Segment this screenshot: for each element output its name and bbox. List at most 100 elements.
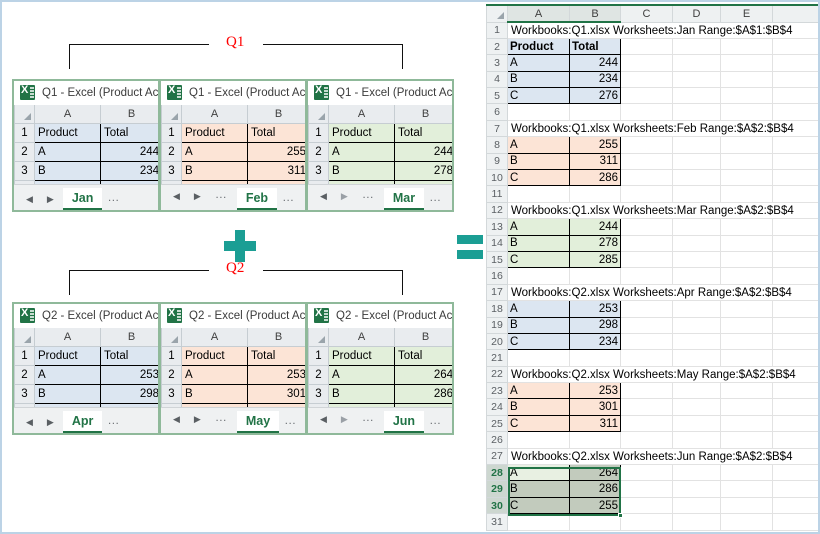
result-blank-cell[interactable] <box>672 300 721 318</box>
result-blank-cell[interactable] <box>620 70 673 89</box>
result-row-header[interactable]: 7 <box>486 119 508 138</box>
cell-a2[interactable]: A <box>34 141 101 162</box>
result-meta-cell[interactable]: Workbooks:Q2.xlsx Worksheets:Jun Range:$… <box>507 447 818 466</box>
result-blank-cell[interactable] <box>720 54 773 72</box>
cell-b3[interactable]: 311 <box>247 160 305 181</box>
result-row-header[interactable]: 1 <box>486 21 508 39</box>
next-sheet-arrow-icon[interactable]: ▶ <box>46 194 54 204</box>
result-blank-cell[interactable] <box>672 464 721 482</box>
result-cell-b18[interactable]: 253 <box>569 300 621 318</box>
result-blank-cell[interactable] <box>672 398 721 416</box>
cell-a2[interactable]: A <box>34 364 101 385</box>
result-blank-cell[interactable] <box>720 185 773 203</box>
sheet-tab-active[interactable]: May <box>236 411 280 433</box>
row-header[interactable]: 1 <box>161 122 182 143</box>
result-meta-cell[interactable]: Workbooks:Q2.xlsx Worksheets:May Range:$… <box>507 365 818 384</box>
result-blank-cell[interactable] <box>672 234 721 252</box>
result-blank-cell[interactable] <box>620 464 673 482</box>
result-blank-cell[interactable] <box>672 382 721 400</box>
row-header[interactable]: 1 <box>308 122 329 143</box>
result-blank-cell[interactable] <box>772 480 818 498</box>
result-blank-cell[interactable] <box>772 218 818 236</box>
cell-a3[interactable]: B <box>181 160 248 181</box>
result-blank-cell[interactable] <box>720 218 773 236</box>
leading-sheet-overflow[interactable]: … <box>361 410 375 424</box>
result-blank-cell[interactable] <box>772 136 818 154</box>
result-blank-cell[interactable] <box>620 414 673 433</box>
result-blank-cell[interactable] <box>772 152 818 171</box>
window-titlebar[interactable]: Q1 - Excel (Product Activa <box>14 81 158 105</box>
result-blank-cell[interactable] <box>772 349 818 367</box>
row-header[interactable]: 3 <box>14 160 35 181</box>
result-cell-b14[interactable]: 278 <box>569 234 621 252</box>
result-row-header[interactable]: 13 <box>486 218 508 236</box>
result-row-header[interactable]: 27 <box>486 447 508 466</box>
result-column-header-b[interactable]: B <box>569 6 621 23</box>
row-header[interactable]: 1 <box>161 345 182 366</box>
trailing-sheet-overflow[interactable]: … <box>429 190 443 204</box>
result-cell-b3[interactable]: 244 <box>569 54 621 72</box>
result-blank-cell[interactable] <box>672 70 721 89</box>
next-sheet-arrow-icon[interactable]: ▶ <box>193 413 201 424</box>
cell-a1[interactable]: Product <box>181 122 248 143</box>
result-blank-cell[interactable] <box>772 513 818 531</box>
sheet-tab-active[interactable]: Jan <box>62 188 103 210</box>
result-blank-cell[interactable] <box>772 169 818 187</box>
result-blank-cell[interactable] <box>720 70 773 89</box>
result-column-header-d[interactable]: D <box>672 6 721 23</box>
result-blank-cell[interactable] <box>569 513 621 531</box>
cell-a2[interactable]: A <box>328 364 395 385</box>
excel-window-apr[interactable]: Q2 - Excel (Product ActivaAB1ProductTota… <box>12 302 160 435</box>
row-header[interactable]: 2 <box>161 141 182 162</box>
excel-window-feb[interactable]: Q1 - Excel (Product ActivaAB1ProductTota… <box>159 79 307 212</box>
result-blank-cell[interactable] <box>620 87 673 105</box>
result-blank-cell[interactable] <box>720 431 773 449</box>
result-cell-b15[interactable]: 285 <box>569 250 621 269</box>
result-cell-a24[interactable]: B <box>507 398 570 416</box>
result-blank-cell[interactable] <box>569 431 621 449</box>
result-blank-cell[interactable] <box>620 398 673 416</box>
result-row-header[interactable]: 26 <box>486 431 508 449</box>
result-blank-cell[interactable] <box>720 87 773 105</box>
result-blank-cell[interactable] <box>672 414 721 433</box>
result-blank-cell[interactable] <box>720 480 773 498</box>
result-blank-cell[interactable] <box>772 398 818 416</box>
result-blank-cell[interactable] <box>620 431 673 449</box>
result-blank-cell[interactable] <box>672 349 721 367</box>
next-sheet-arrow-icon[interactable]: ▶ <box>340 413 348 424</box>
row-header[interactable]: 1 <box>14 345 35 366</box>
cell-a1[interactable]: Product <box>34 122 101 143</box>
result-blank-cell[interactable] <box>720 382 773 400</box>
result-meta-cell[interactable]: Workbooks:Q1.xlsx Worksheets:Jan Range:$… <box>507 21 818 39</box>
result-cell-a25[interactable]: C <box>507 414 570 433</box>
excel-window-mar[interactable]: Q1 - Excel (Product ActiAB1ProductTotal2… <box>306 79 454 212</box>
prev-sheet-arrow-icon[interactable]: ◀ <box>26 194 33 204</box>
result-blank-cell[interactable] <box>772 87 818 105</box>
cell-a3[interactable]: B <box>328 160 395 181</box>
result-blank-cell[interactable] <box>672 431 721 449</box>
cell-b1[interactable]: Total <box>394 345 452 366</box>
result-column-header-c[interactable]: C <box>620 6 673 23</box>
result-row-header[interactable]: 10 <box>486 169 508 187</box>
result-blank-cell[interactable] <box>772 382 818 400</box>
result-blank-cell[interactable] <box>507 185 570 203</box>
cell-b2[interactable]: 244 <box>394 141 452 162</box>
result-cell-a2[interactable]: Product <box>507 37 570 56</box>
result-cell-a29[interactable]: B <box>507 480 570 498</box>
result-blank-cell[interactable] <box>720 250 773 269</box>
result-blank-cell[interactable] <box>672 480 721 498</box>
result-cell-a13[interactable]: A <box>507 218 570 236</box>
result-row-header[interactable]: 25 <box>486 414 508 433</box>
cell-a1[interactable]: Product <box>328 122 395 143</box>
prev-sheet-arrow-icon[interactable]: ◀ <box>26 417 33 427</box>
result-blank-cell[interactable] <box>569 267 621 285</box>
excel-window-jun[interactable]: Q2 - Excel (Product ActivAB1ProductTotal… <box>306 302 454 435</box>
column-header-b[interactable]: B <box>100 328 158 347</box>
result-blank-cell[interactable] <box>620 218 673 236</box>
result-blank-cell[interactable] <box>620 169 673 187</box>
result-row-header[interactable]: 31 <box>486 513 508 531</box>
result-blank-cell[interactable] <box>772 300 818 318</box>
result-cell-b24[interactable]: 301 <box>569 398 621 416</box>
result-blank-cell[interactable] <box>507 103 570 121</box>
result-blank-cell[interactable] <box>507 349 570 367</box>
